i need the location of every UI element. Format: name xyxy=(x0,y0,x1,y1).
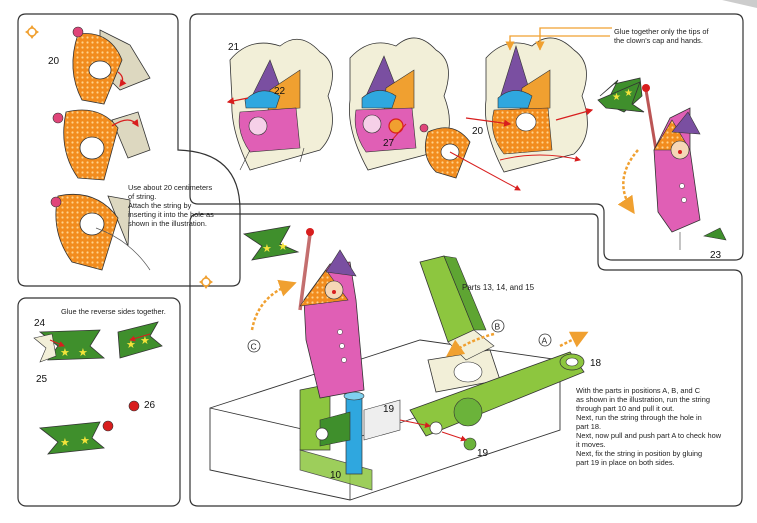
note-line: With the parts in positions A, B, and C xyxy=(576,386,701,395)
position-marker-a: A xyxy=(538,333,552,347)
clown-body-assembly-2 xyxy=(349,37,450,171)
svg-text:★: ★ xyxy=(612,92,621,103)
clown-back-piece-step1 xyxy=(72,26,151,105)
part-25-label: 25 xyxy=(36,374,48,385)
part-26-label: 26 xyxy=(144,400,156,411)
svg-text:C: C xyxy=(251,342,257,352)
svg-text:A: A xyxy=(542,336,548,346)
note-line: as shown in the illustration, run the st… xyxy=(576,395,710,404)
part-23-label: 23 xyxy=(710,250,722,261)
svg-text:B: B xyxy=(495,322,501,332)
part-22-label: 22 xyxy=(274,86,286,97)
clown-with-flag-main: ★ ★ xyxy=(242,225,365,399)
note-line: it moves. xyxy=(576,440,606,449)
part-10-label: 10 xyxy=(330,470,342,481)
reorient-icon-main xyxy=(199,275,213,289)
parts-13-14-15-label: Parts 13, 14, and 15 xyxy=(462,283,535,292)
svg-text:★: ★ xyxy=(80,435,90,447)
note-line: part 18. xyxy=(576,422,602,431)
bottomleft-title: Glue the reverse sides together. xyxy=(61,307,166,316)
panel-frame-top xyxy=(189,13,744,261)
note-line: shown in the illustration. xyxy=(128,219,207,228)
svg-text:★: ★ xyxy=(278,241,288,253)
note-line: inserting it into the hole as xyxy=(128,210,214,219)
part-20-label: 20 xyxy=(48,56,60,67)
clown-with-flag-top: ★ ★ xyxy=(597,77,727,250)
green-post xyxy=(419,255,501,393)
svg-text:★: ★ xyxy=(140,335,150,347)
panel-frame-topleft xyxy=(17,13,241,287)
clown-body-assembly-1 xyxy=(226,38,333,171)
part-20-label-b: 20 xyxy=(472,126,484,137)
part-21-label: 21 xyxy=(228,42,240,53)
part-27-label: 27 xyxy=(383,138,395,149)
svg-text:★: ★ xyxy=(60,347,70,359)
clown-back-piece-step2 xyxy=(52,109,151,181)
base-box xyxy=(209,339,561,501)
svg-text:★: ★ xyxy=(78,347,88,359)
clown-back-piece-step3 xyxy=(50,193,151,271)
flag-assembly-upper: ★ ★ ★ ★ xyxy=(33,321,163,410)
note-line: part 19 in place on both sides. xyxy=(576,458,675,467)
svg-text:★: ★ xyxy=(60,437,70,449)
svg-text:★: ★ xyxy=(126,339,136,351)
page-corner-fold xyxy=(722,0,757,8)
clown-body-assembly-3 xyxy=(465,27,612,173)
svg-text:★: ★ xyxy=(624,88,633,99)
note-line: Next, fix the string in position by glui… xyxy=(576,449,703,458)
svg-text:★: ★ xyxy=(262,243,272,255)
note-line: Glue together only the tips of xyxy=(614,27,709,36)
main-note: With the parts in positions A, B, and C … xyxy=(576,386,721,467)
note-line: Use about 20 centimeters xyxy=(128,183,213,192)
top-note: Glue together only the tips of the clown… xyxy=(614,27,709,45)
panel-frame-main xyxy=(189,213,743,507)
topleft-note: Use about 20 centimeters of string. Atta… xyxy=(128,183,214,228)
lever-arm xyxy=(409,331,589,437)
note-line: of string. xyxy=(128,192,157,201)
flag-assembly-lower: ★ ★ xyxy=(38,400,140,496)
note-line: Next, run the string through the hole in xyxy=(576,413,702,422)
panel-frame-bottomleft xyxy=(17,297,181,507)
position-marker-c: C xyxy=(247,339,261,353)
part-19-label-b: 19 xyxy=(477,448,489,459)
part-18-label: 18 xyxy=(590,358,602,369)
note-line: the clown's cap and hands. xyxy=(614,36,703,45)
note-line: Next, now pull and push part A to check … xyxy=(576,431,722,440)
part-19-label-a: 19 xyxy=(383,404,395,415)
part-19-pieces xyxy=(399,419,477,451)
reorient-icon xyxy=(25,25,39,39)
note-line: Attach the string by xyxy=(128,201,192,210)
part-24-label: 24 xyxy=(34,318,46,329)
clown-back-piece-insert xyxy=(419,123,521,191)
position-marker-b: B xyxy=(491,319,505,333)
note-line: through part 10 and pull it out. xyxy=(576,404,675,413)
